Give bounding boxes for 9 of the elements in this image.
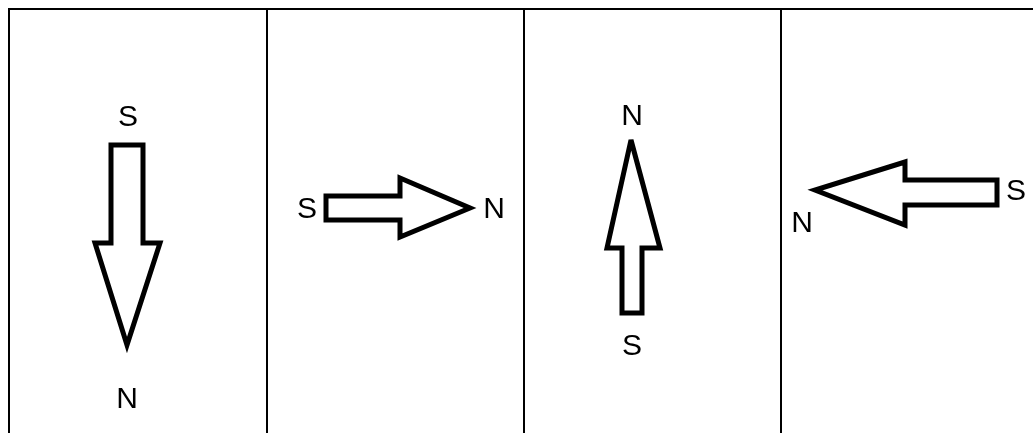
pole-label: S [118,100,138,132]
pole-label: N [483,192,505,224]
pole-label: S [622,329,642,361]
pole-label: N [791,206,813,238]
pole-label: S [297,192,317,224]
pole-label: N [621,99,643,131]
panel [8,8,268,433]
pole-label: N [116,382,138,414]
pole-label: S [1006,174,1026,206]
